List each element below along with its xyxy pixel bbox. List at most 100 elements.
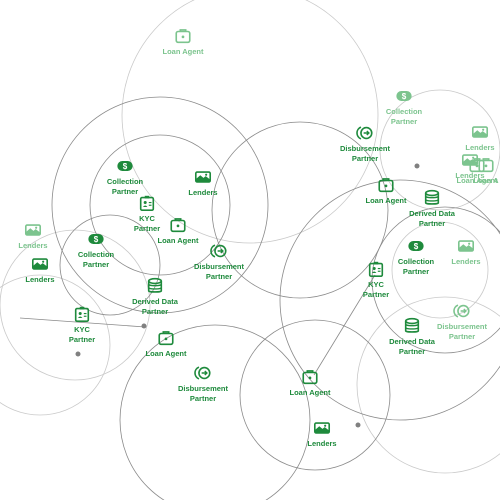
- briefcase-icon: [170, 218, 186, 233]
- node-loan-agent: Loan Agent: [146, 331, 187, 358]
- partner-nodes: Loan AgentCollectionPartnerDisbursementP…: [18, 29, 499, 448]
- node-label: Loan Agent: [290, 388, 331, 397]
- node-label: Lenders: [465, 143, 494, 152]
- database-icon: [147, 277, 163, 293]
- node-label: KYC: [74, 325, 90, 334]
- briefcase-icon: [378, 178, 394, 193]
- node-label: Disbursement: [437, 322, 488, 331]
- cash-icon: [457, 240, 475, 252]
- node-label: Partner: [206, 272, 232, 281]
- node-label: Lenders: [18, 241, 47, 250]
- cash-icon: [31, 258, 49, 270]
- briefcase-icon: [158, 331, 174, 346]
- node-label: Partner: [134, 224, 160, 233]
- dollar-icon: [396, 91, 412, 101]
- cash-icon: [24, 224, 42, 236]
- node-label: Partner: [399, 347, 425, 356]
- node-label: Loan Agent: [158, 236, 199, 245]
- node-label: Collection: [386, 107, 423, 116]
- node-lenders: Lenders: [451, 240, 481, 266]
- node-label: Disbursement: [178, 384, 229, 393]
- node-label: Partner: [83, 260, 109, 269]
- node-lenders: Lenders: [455, 154, 485, 180]
- id-card-icon: [368, 260, 384, 278]
- junction-dot: [355, 422, 361, 428]
- dollar-icon: [408, 241, 424, 251]
- cash-icon: [194, 171, 212, 183]
- disburse-icon: [356, 126, 373, 140]
- node-lenders: Lenders: [307, 422, 337, 448]
- node-label: Disbursement: [194, 262, 245, 271]
- node-label: KYC: [368, 280, 384, 289]
- node-label: Lenders: [307, 439, 336, 448]
- disburse-icon: [453, 304, 470, 318]
- junction-dot: [75, 351, 81, 357]
- node-loan-agent: Loan Agent: [163, 29, 204, 56]
- node-label: Lenders: [451, 257, 480, 266]
- node-label: Partner: [352, 154, 378, 163]
- node-label: Lenders: [188, 188, 217, 197]
- cash-icon: [471, 126, 489, 138]
- node-loan-agent: Loan Agent: [366, 178, 407, 205]
- node-label: Derived Data: [132, 297, 179, 306]
- node-lenders: Lenders: [18, 224, 48, 250]
- id-card-icon: [139, 194, 155, 212]
- node-label: Lenders: [455, 171, 484, 180]
- node-label: Loan A: [473, 176, 499, 185]
- junction-dot: [414, 163, 420, 169]
- node-label: Loan Agent: [163, 47, 204, 56]
- dollar-icon: [88, 234, 104, 244]
- cash-icon: [313, 422, 331, 434]
- node-label: Lenders: [25, 275, 54, 284]
- junction-dots: [75, 163, 420, 428]
- node-label: Collection: [398, 257, 435, 266]
- briefcase-icon: [478, 158, 494, 173]
- node-label: KYC: [139, 214, 155, 223]
- briefcase-icon: [175, 29, 191, 44]
- node-label: Disbursement: [340, 144, 391, 153]
- node-label: Collection: [107, 177, 144, 186]
- node-label: Derived Data: [389, 337, 436, 346]
- database-icon: [404, 317, 420, 333]
- node-label: Partner: [69, 335, 95, 344]
- node-lenders: Lenders: [465, 126, 495, 152]
- node-loan-agent: Loan Agent: [290, 370, 331, 397]
- node-loan-agent: Loan Agent: [158, 218, 199, 245]
- node-label: Partner: [190, 394, 216, 403]
- node-label: Loan Agent: [457, 176, 498, 185]
- id-card-icon: [74, 305, 90, 323]
- node-label: Partner: [363, 290, 389, 299]
- node-label: Partner: [449, 332, 475, 341]
- node-label: Loan Agent: [366, 196, 407, 205]
- node-label: Partner: [419, 219, 445, 228]
- node-label: Partner: [403, 267, 429, 276]
- node-loan-agent: Loan Agent: [457, 158, 498, 185]
- briefcase-icon: [302, 370, 318, 385]
- node-label: Loan Agent: [146, 349, 187, 358]
- node-label: Derived Data: [409, 209, 456, 218]
- database-icon: [424, 189, 440, 205]
- junction-dot: [141, 323, 147, 329]
- node-label: Collection: [78, 250, 115, 259]
- node-lenders: Lenders: [25, 258, 55, 284]
- dollar-icon: [117, 161, 133, 171]
- node-lenders: Lenders: [188, 171, 218, 197]
- disburse-icon: [194, 366, 211, 380]
- node-label: Partner: [391, 117, 417, 126]
